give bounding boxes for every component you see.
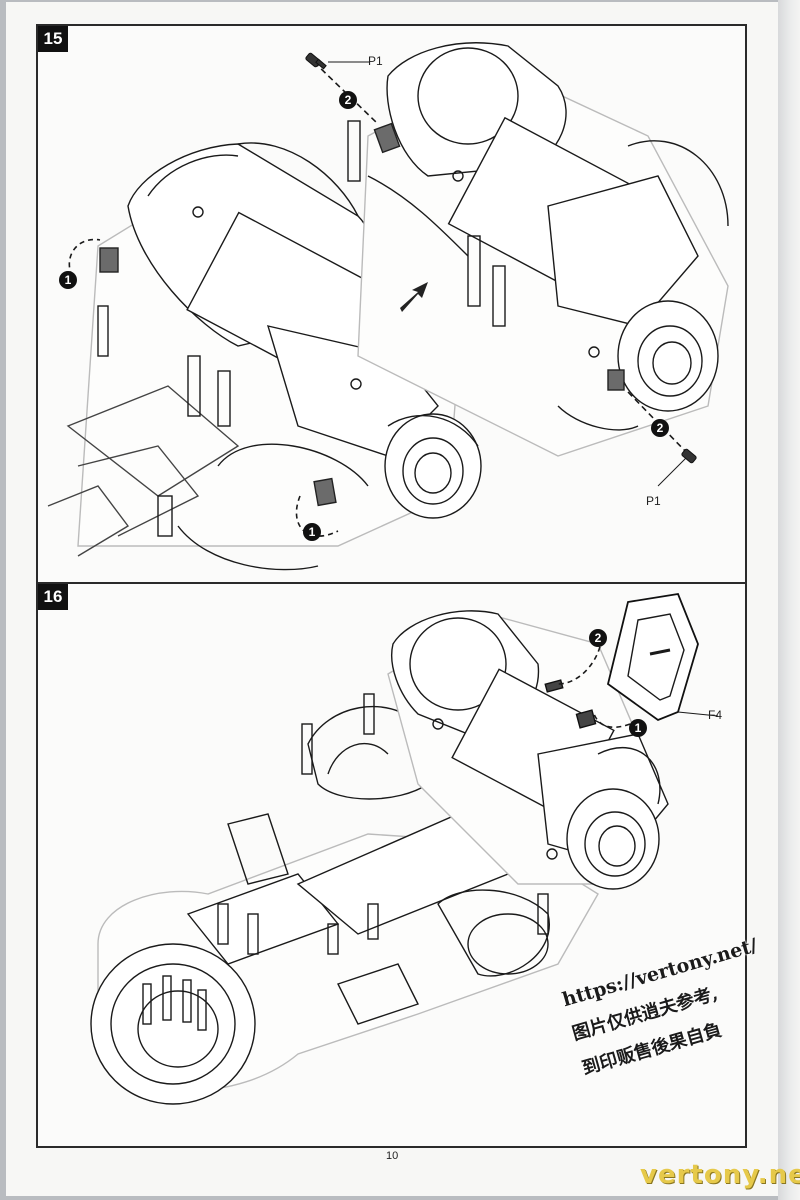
step-15-badge-c: 2	[345, 93, 352, 107]
step-15-illustration: 1 1 2 2	[47, 42, 729, 571]
step-15-panel: 15	[36, 24, 747, 584]
step-15-badge-a: 1	[65, 273, 72, 287]
step-15-badge-d: 2	[657, 421, 664, 435]
step-16-panel: 16	[36, 582, 747, 1148]
page-number: 10	[386, 1150, 399, 1162]
step-16-number: 16	[38, 584, 68, 610]
step-16-badge-b: 2	[595, 631, 602, 645]
step-16-illustration: 2 1	[90, 592, 719, 1105]
page-gutter	[778, 0, 800, 1200]
brand-watermark: vertony.net	[640, 1160, 800, 1190]
callout-p1-top: P1	[368, 54, 383, 68]
callout-p1-bottom: P1	[646, 494, 661, 508]
callout-f4: F4	[708, 708, 723, 722]
step-16-badge-a: 1	[635, 721, 642, 735]
step-15-badge-b: 1	[309, 525, 316, 539]
step-15-number: 15	[38, 26, 68, 52]
